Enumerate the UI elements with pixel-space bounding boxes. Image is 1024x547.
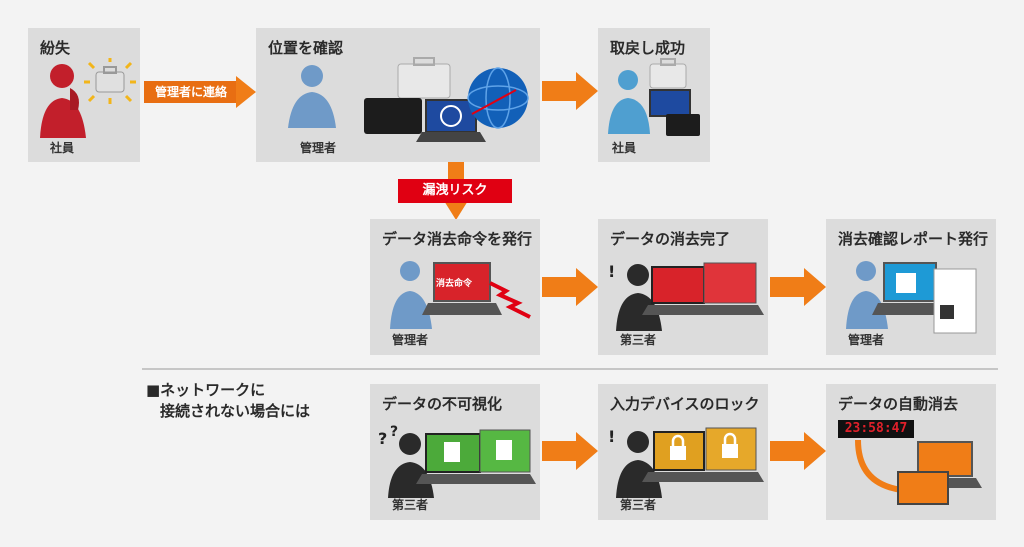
- admin-locate-illustration: [288, 57, 529, 142]
- svg-text:?: ?: [378, 429, 387, 448]
- step-title: データの消去完了: [610, 230, 731, 248]
- step-lock-box: 入力デバイスのロック ! 第三者: [598, 384, 768, 520]
- third-party-lock-illustration: !: [608, 427, 764, 498]
- employee-phone-illustration: [40, 58, 136, 138]
- step-title: 入力デバイスのロック: [610, 395, 760, 413]
- step-locate-box: 位置を確認 管理者: [256, 28, 540, 162]
- offline-note-line2: 接続されない場合には: [160, 402, 311, 420]
- step-invisible-box: データの不可視化 ? ? 第三者: [370, 384, 540, 520]
- leak-risk-label: 漏洩リスク: [398, 179, 512, 203]
- role-label: 第三者: [392, 498, 429, 512]
- step-recovered-box: 取戻し成功 社員: [598, 28, 710, 162]
- svg-text:!: !: [608, 427, 615, 446]
- step-title: 消去確認レポート発行: [838, 230, 989, 248]
- erase-command-screen-text: 消去命令: [436, 279, 473, 289]
- step-title: 取戻し成功: [610, 39, 686, 57]
- step-title: 位置を確認: [268, 39, 344, 57]
- arrow-right-icon: [542, 268, 598, 306]
- admin-erase-command-illustration: [390, 261, 531, 329]
- step-erase-done-box: データの消去完了 ! 第三者: [598, 219, 768, 355]
- step-report-box: 消去確認レポート発行 管理者: [826, 219, 996, 355]
- svg-text:!: !: [608, 262, 615, 281]
- role-label: 管理者: [300, 141, 337, 155]
- contact-admin-label: 管理者に連絡: [144, 81, 238, 103]
- admin-report-illustration: [846, 261, 977, 334]
- step-title: データの自動消去: [838, 395, 959, 413]
- step-lost-box: 紛失 社員: [28, 28, 140, 162]
- arrow-right-icon: [542, 432, 598, 470]
- step-title: 紛失: [40, 39, 71, 57]
- role-label: 社員: [612, 141, 637, 155]
- role-label: 管理者: [848, 333, 885, 347]
- arrow-right-icon: [770, 432, 826, 470]
- third-party-erased-illustration: !: [608, 262, 764, 331]
- role-label: 第三者: [620, 333, 657, 347]
- arrow-right-icon: [770, 268, 826, 306]
- step-erase-command-box: データ消去命令を発行 消去命令 管理者: [370, 219, 540, 355]
- offline-note-line1: ■ネットワークに: [146, 381, 266, 399]
- step-title: データの不可視化: [382, 395, 503, 413]
- countdown-timer: 23:58:47: [838, 420, 914, 438]
- section-divider: [142, 368, 998, 370]
- arrow-right-icon: [236, 76, 256, 108]
- role-label: 社員: [50, 141, 75, 155]
- auto-erase-illustration: [855, 440, 982, 505]
- offline-section-note: ■ネットワークに 接続されない場合には: [146, 380, 310, 422]
- employee-recovered-illustration: [608, 58, 700, 136]
- step-auto-erase-box: データの自動消去 23:58:47: [826, 384, 996, 520]
- svg-text:?: ?: [390, 424, 398, 440]
- third-party-invisible-illustration: ? ?: [378, 424, 536, 498]
- role-label: 管理者: [392, 333, 429, 347]
- arrow-right-icon: [542, 72, 598, 110]
- role-label: 第三者: [620, 498, 657, 512]
- step-title: データ消去命令を発行: [382, 230, 533, 248]
